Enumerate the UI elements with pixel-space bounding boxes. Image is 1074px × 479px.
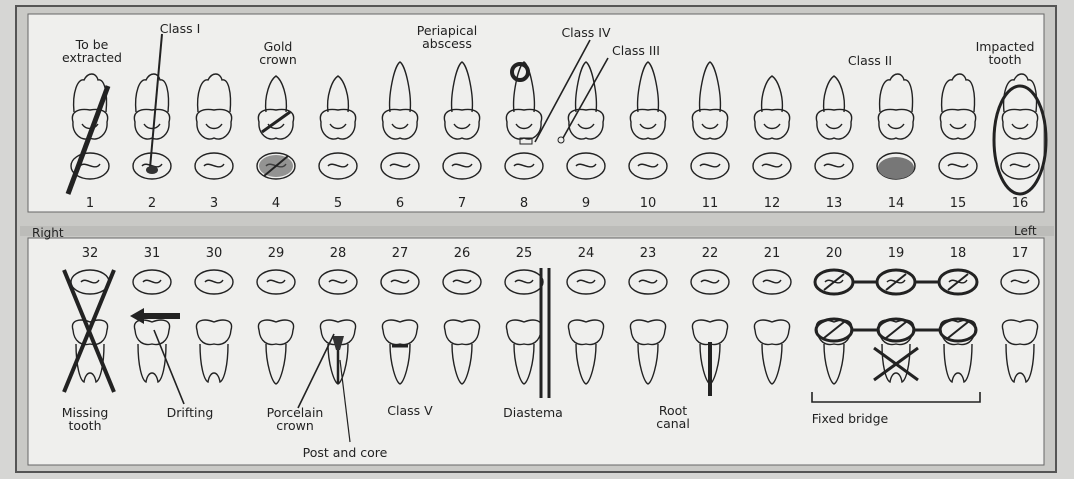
lower-tooth-number-19: 19	[881, 246, 911, 261]
lower-tooth-number-29: 29	[261, 246, 291, 261]
missing-tooth-label: Missing tooth	[50, 406, 120, 432]
upper-tooth-number-14: 14	[881, 196, 911, 211]
lower-tooth-number-31: 31	[137, 246, 167, 261]
to-be-extracted-line2: extracted	[62, 51, 122, 64]
class-2-filling	[878, 157, 914, 179]
lower-tooth-number-26: 26	[447, 246, 477, 261]
upper-tooth-number-5: 5	[323, 196, 353, 211]
upper-tooth-number-11: 11	[695, 196, 725, 211]
lower-tooth-number-30: 30	[199, 246, 229, 261]
left-side-label: Left	[1014, 224, 1037, 238]
periapical-line2: abscess	[407, 37, 487, 50]
root-canal-line2: canal	[650, 417, 696, 430]
porcelain-crown-label: Porcelain crown	[255, 406, 335, 432]
drifting-label: Drifting	[155, 406, 225, 419]
upper-tooth-number-4: 4	[261, 196, 291, 211]
upper-tooth-number-7: 7	[447, 196, 477, 211]
class-2-label: Class II	[840, 54, 900, 67]
upper-tooth-number-10: 10	[633, 196, 663, 211]
missing-line2: tooth	[50, 419, 120, 432]
class-1-filling	[146, 166, 158, 174]
midline-bar	[20, 226, 1054, 236]
fixed-bridge-label: Fixed bridge	[800, 412, 900, 425]
class-1-label: Class I	[150, 22, 210, 35]
lower-tooth-number-18: 18	[943, 246, 973, 261]
upper-tooth-number-12: 12	[757, 196, 787, 211]
upper-tooth-number-1: 1	[75, 196, 105, 211]
lower-tooth-number-21: 21	[757, 246, 787, 261]
lower-tooth-number-20: 20	[819, 246, 849, 261]
gold-crown-line2: crown	[250, 53, 306, 66]
impacted-tooth-label: Impacted tooth	[970, 40, 1040, 66]
upper-tooth-number-8: 8	[509, 196, 539, 211]
lower-tooth-number-24: 24	[571, 246, 601, 261]
lower-tooth-number-28: 28	[323, 246, 353, 261]
class-5-label: Class V	[380, 404, 440, 417]
right-side-label: Right	[32, 226, 64, 240]
lower-tooth-number-23: 23	[633, 246, 663, 261]
root-canal-label: Root canal	[650, 404, 696, 430]
upper-panel	[28, 14, 1044, 212]
lower-tooth-number-22: 22	[695, 246, 725, 261]
upper-tooth-number-2: 2	[137, 196, 167, 211]
porcelain-line2: crown	[255, 419, 335, 432]
lower-tooth-number-27: 27	[385, 246, 415, 261]
lower-tooth-number-25: 25	[509, 246, 539, 261]
periapical-abscess-label: Periapical abscess	[407, 24, 487, 50]
upper-tooth-number-9: 9	[571, 196, 601, 211]
gold-crown-label: Gold crown	[250, 40, 306, 66]
class-4-label: Class IV	[556, 26, 616, 39]
lower-tooth-number-17: 17	[1005, 246, 1035, 261]
to-be-extracted-label: To be extracted	[62, 38, 122, 64]
upper-tooth-number-6: 6	[385, 196, 415, 211]
upper-tooth-number-15: 15	[943, 196, 973, 211]
impacted-line2: tooth	[970, 53, 1040, 66]
lower-tooth-number-32: 32	[75, 246, 105, 261]
post-and-core-label: Post and core	[295, 446, 395, 459]
diastema-label: Diastema	[498, 406, 568, 419]
upper-tooth-number-16: 16	[1005, 196, 1035, 211]
upper-tooth-number-3: 3	[199, 196, 229, 211]
upper-tooth-number-13: 13	[819, 196, 849, 211]
class-3-label: Class III	[604, 44, 668, 57]
